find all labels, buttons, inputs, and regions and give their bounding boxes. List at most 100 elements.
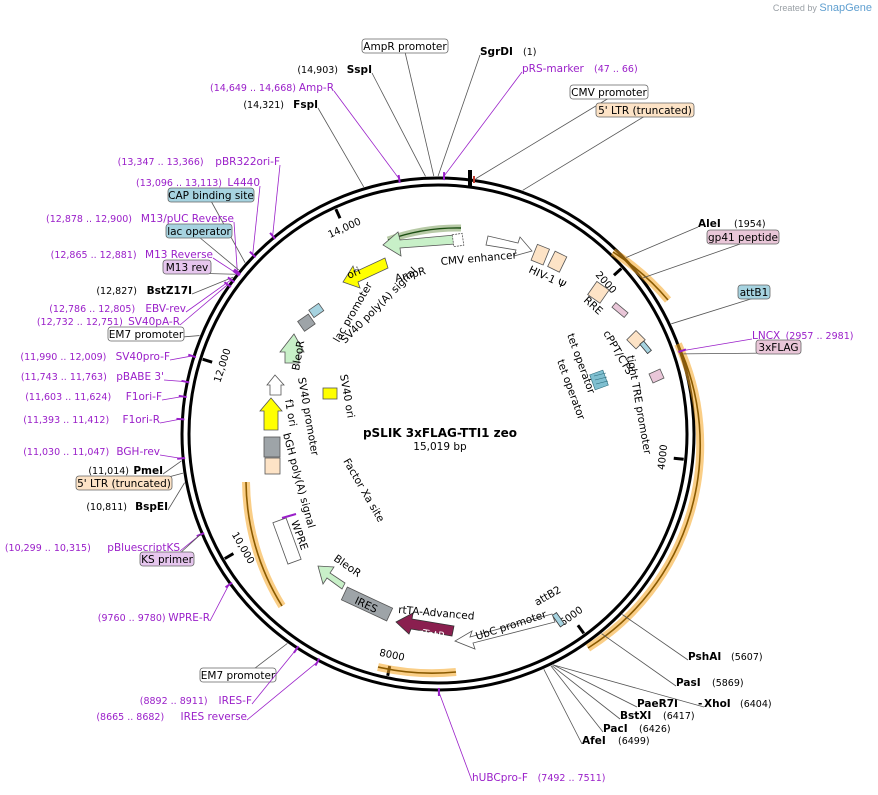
label-l4440: L4440(13,096 .. 13,113) <box>136 177 261 258</box>
leader-line <box>212 257 237 274</box>
leader-line <box>333 90 400 180</box>
label-box <box>595 102 695 118</box>
label-pbabe3: pBABE 3' (11,743 .. 11,763) <box>21 371 190 384</box>
label-text: CMV promoter <box>571 87 647 99</box>
leader-line <box>179 284 228 326</box>
label-coord: (9760 .. 9780) <box>98 613 166 624</box>
label-name: PshAI <box>688 651 721 663</box>
label-name: SV40pro-F <box>116 351 170 363</box>
label-attb1: attB1 <box>671 284 771 325</box>
attb2-small <box>551 611 566 628</box>
label-name: EBV-rev <box>145 303 186 315</box>
label-coord: (8665 .. 8682) <box>96 712 164 723</box>
label-coord: (12,865 .. 12,881) <box>51 250 137 261</box>
label-f1ori-r: F1ori-R(11,393 .. 11,412) <box>23 414 185 426</box>
leader-line <box>543 669 583 745</box>
label-ks-primer: KS primer <box>139 534 201 567</box>
label-coord: (12,827) <box>96 286 137 297</box>
tick-label: 4000 <box>657 444 671 470</box>
label-name: SspI <box>347 64 372 76</box>
label-name: BstXI <box>620 710 651 722</box>
label-text: M13 rev <box>166 262 209 274</box>
label-coord: (12,786 .. 12,805) <box>49 304 135 315</box>
label-name: Amp-R <box>299 82 334 94</box>
gp41-small <box>611 301 629 319</box>
bleor-upper-arrow <box>279 333 305 364</box>
label-5ltr-trunc-a: 5' LTR (truncated) <box>522 102 695 191</box>
label-name: M13 Reverse <box>145 249 213 261</box>
label-name: IRES-F <box>218 695 252 707</box>
primer-site <box>233 268 242 276</box>
label-name: pBABE 3' <box>116 371 164 383</box>
snapgene-brand: SnapGene <box>819 2 872 14</box>
label-coord: (1954) <box>734 219 766 230</box>
label-coord: (14,903) <box>297 65 338 76</box>
label-lacop: lac operator <box>165 223 240 271</box>
label-box <box>737 284 771 300</box>
tick-label: 8000 <box>378 648 405 664</box>
gray-box-left <box>263 436 281 458</box>
label-coord: (11,743 .. 11,763) <box>21 372 107 383</box>
label-name: L4440 <box>227 177 260 189</box>
label-name: PasI <box>676 677 701 689</box>
inner-bleor-b: BleoR <box>290 340 307 372</box>
5ltr-box-left <box>264 457 281 475</box>
primer-site <box>223 281 232 288</box>
label-name: FspI <box>293 99 318 111</box>
arc-bottom-core <box>377 666 457 674</box>
leader-line <box>246 661 318 721</box>
inner-f1-ori: f1 ori <box>282 398 299 427</box>
primer-site <box>314 658 321 667</box>
hiv-psi-box-2 <box>547 250 568 273</box>
leader-line <box>553 664 705 708</box>
plasmid-name: pSLIK 3xFLAG-TTI1 zeo <box>363 426 517 440</box>
leader-line <box>682 338 753 352</box>
label-name: PaeR7I <box>637 698 678 710</box>
ubc-promoter-arrow <box>454 613 556 650</box>
leader-line <box>191 276 234 295</box>
label-box <box>706 229 780 245</box>
leader-line <box>169 355 193 361</box>
label-xhoi: XhoI(6404) <box>553 664 772 710</box>
label-alei: AleI(1954) <box>626 218 766 258</box>
sv40-ori-box <box>322 387 338 400</box>
label-name: WPRE-R <box>168 612 210 624</box>
label-text: KS primer <box>141 554 193 566</box>
label-name: F1ori-F <box>126 391 162 403</box>
label-coord: (47 .. 66) <box>594 64 638 75</box>
label-text: 3xFLAG <box>758 342 798 354</box>
label-coord: (10,811) <box>86 502 127 513</box>
label-text: 5' LTR (truncated) <box>598 105 692 117</box>
leader-line <box>643 242 744 279</box>
inner-ires: IRES <box>353 595 380 616</box>
label-coord: (10,299 .. 10,315) <box>5 543 91 554</box>
label-box <box>107 326 185 342</box>
label-text: 5' LTR (truncated) <box>77 478 171 490</box>
inner-sv40-promoter: SV40 promoter <box>295 376 321 457</box>
label-bspei: BspEI(10,811) <box>86 482 185 513</box>
tick-mark <box>673 456 684 461</box>
label-f1ori-f: F1ori-F(11,603 .. 11,624) <box>25 391 187 403</box>
inner-tight-tre: tight TRE promoter <box>624 354 653 455</box>
label-ebv-rev: EBV-rev (12,786 .. 12,805) <box>49 276 235 315</box>
snapgene-credit: Created by SnapGene <box>773 2 872 14</box>
label-name: IRES reverse <box>181 711 248 723</box>
label-box <box>139 551 195 567</box>
label-coord: (2957 .. 2981) <box>786 331 854 342</box>
label-m13rev-primer: M13 Reverse (12,865 .. 12,881) <box>51 249 241 277</box>
label-name: F1ori-R <box>123 414 160 426</box>
label-coord: (11,990 .. 12,009) <box>20 352 106 363</box>
label-name: pRS-marker <box>522 63 585 75</box>
label-text: AmpR promoter <box>363 41 447 53</box>
enzyme-separator: - <box>698 698 702 710</box>
label-coord: (13,347 .. 13,366) <box>118 157 204 168</box>
label-text: EM7 promoter <box>201 670 276 682</box>
label-sspi: SspI (14,903) <box>297 64 426 177</box>
label-box <box>75 475 173 491</box>
arc-left <box>242 481 286 609</box>
lac-small <box>308 302 325 319</box>
label-sgrdi: SgrDI(1) <box>437 46 536 177</box>
label-coord: (14,321) <box>243 100 284 111</box>
leader-line <box>272 164 281 237</box>
leader-line <box>185 279 232 313</box>
